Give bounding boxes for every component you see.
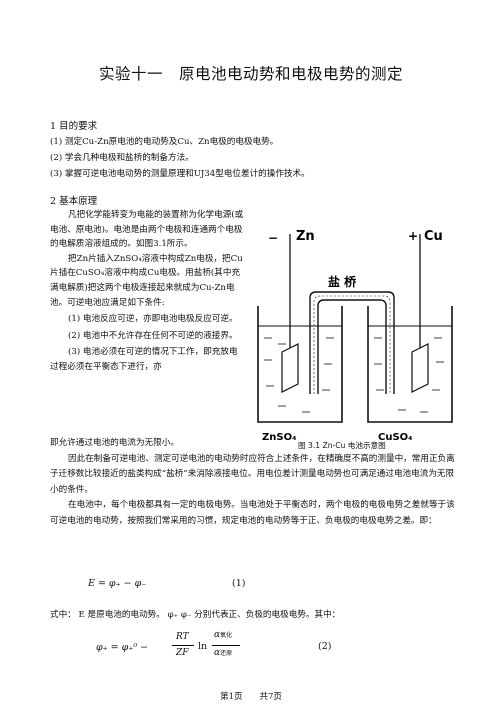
znso4-label: ZnSO₄: [262, 432, 296, 443]
condition-2: (2) 电池中不允许存在任何不可逆的液接界。: [68, 330, 238, 341]
plus-label: +: [408, 229, 418, 243]
page-title: 实验十一 原电池电动势和电极电势的测定: [98, 65, 403, 83]
paragraph-continuation: 即允许通过电池的电流为无限小。: [50, 438, 179, 448]
paragraph-electrode-potential: 在电池中，每个电极都具有一定的电极电势。当电池处于平衡态时，两个电极的电极电势之…: [50, 500, 455, 526]
principles-full-text: 即允许通过电池的电流为无限小。 因此在制备可逆电池、测定可逆电池的电动势时应符合…: [50, 436, 462, 530]
equation-1-number: (1): [232, 578, 246, 589]
equation-2-lhs: φ₊ = φ₊⁰ −: [96, 642, 149, 653]
principles-left-column: 凡把化学能转变为电能的装置称为化学电源(或电池、原电池)。电池是由两个电极和连通…: [50, 208, 246, 375]
salt-bridge-label: 盐 桥: [328, 274, 357, 289]
equation-1: E = φ₊ − φ₋: [88, 578, 147, 589]
minus-label: −: [268, 231, 278, 245]
figure-caption: 图 3.1 Zn-Cu 电池示意图: [298, 441, 386, 450]
activity-reduced: α还原: [214, 648, 233, 658]
equation-2-denominator: ZF: [176, 648, 189, 658]
page-footer: 第1页 共7页: [220, 692, 282, 702]
objective-item-3: (3) 掌握可逆电池电动势的测量原理和UJ34型电位差计的操作技术。: [50, 169, 310, 179]
where-text: 式中： E 是原电池的电动势。 φ₊ φ₋ 分别代表正、负极的电极电势。其中：: [50, 610, 341, 620]
section-heading-principles: 2 基本原理: [50, 196, 98, 207]
objective-item-2: (2) 学会几种电极和盐桥的制备方法。: [50, 153, 194, 163]
cu-zn-cell-figure: − Zn + Cu 盐 桥 ZnSO₄ CuSO₄: [257, 229, 453, 443]
condition-3: (3) 电池必须在可逆的情况下工作，即充放电过程必须在平衡态下进行，亦: [50, 347, 238, 372]
zn-label: Zn: [296, 229, 315, 244]
section-heading-objectives: 1 目的要求: [50, 121, 98, 132]
paragraph-electrode-construction: 把Zn片插入ZnSO₄溶液中构成Zn电极，把Cu片插在CuSO₄溶液中构成Cu电…: [50, 253, 243, 308]
cu-label: Cu: [424, 229, 443, 244]
equation-2-numerator: RT: [176, 632, 189, 642]
condition-1: (1) 电池反应可逆，亦即电池电极反应可逆。: [68, 314, 238, 325]
activity-oxidized: α氧化: [214, 630, 233, 640]
equation-2-ln: ln: [198, 641, 208, 652]
equation-2-number: (2): [318, 641, 332, 652]
paragraph-chemical-source: 凡把化学能转变为电能的装置称为化学电源(或电池、原电池)。电池是由两个电极和连通…: [50, 210, 244, 250]
objective-item-1: (1) 测定Cu-Zn原电池的电动势及Cu、Zn电极的电极电势。: [50, 137, 279, 147]
fraction-bar-2: [212, 645, 240, 646]
fraction-bar-1: [172, 645, 194, 646]
paragraph-salt-bridge: 因此在制备可逆电池、测定可逆电池的电动势时应符合上述条件，在精确度不高的测量中，…: [50, 453, 455, 495]
cuso4-label: CuSO₄: [378, 432, 413, 443]
